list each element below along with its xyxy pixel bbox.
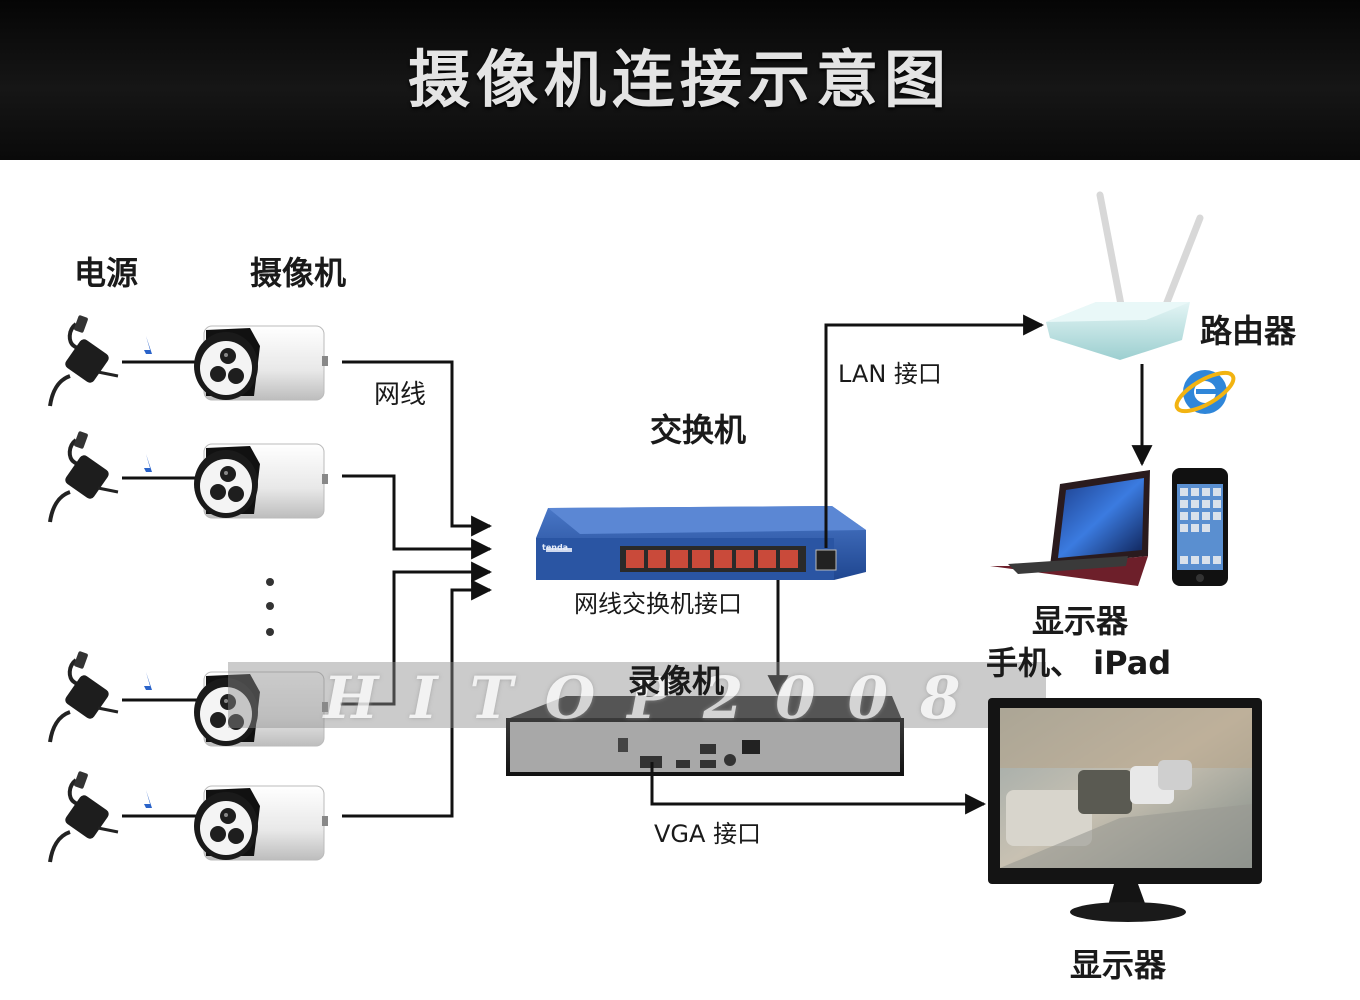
vga-port-label: VGA 接口	[654, 820, 762, 848]
camera-label: 摄像机	[250, 254, 347, 292]
switch-port-label: 网线交换机接口	[574, 590, 742, 618]
power-label: 电源	[74, 254, 139, 292]
cable-label: 网线	[374, 380, 427, 410]
phone-ipad-label: 手机、 iPad	[986, 644, 1172, 682]
camera-1	[193, 325, 329, 401]
vga-cable	[650, 762, 987, 815]
internet-explorer-icon	[1174, 370, 1236, 414]
monitor	[988, 698, 1262, 922]
router-label: 路由器	[1200, 312, 1297, 350]
cameras	[193, 325, 329, 861]
power-wires	[122, 360, 206, 818]
title-banner	[0, 0, 1360, 160]
nvr-label: 录像机	[628, 662, 725, 700]
page-title: 摄像机连接示意图	[407, 43, 952, 116]
power-adapters	[48, 312, 120, 864]
network-switch	[536, 506, 866, 580]
more-cameras-dots	[266, 578, 274, 636]
network-video-recorder	[506, 696, 904, 776]
camera-2	[193, 443, 329, 519]
smartphone	[1172, 468, 1228, 586]
camera-4	[193, 785, 329, 861]
power-sparks	[144, 336, 152, 820]
monitor-label: 显示器	[1070, 946, 1167, 984]
switch-label: 交换机	[650, 411, 747, 449]
switch-brand: tenda	[542, 543, 569, 552]
lan-port-label: LAN 接口	[838, 360, 942, 388]
router	[1046, 191, 1204, 360]
laptop	[990, 470, 1150, 586]
lan-cable	[824, 314, 1045, 548]
watermark-text: HITOP2008	[323, 664, 993, 732]
display-label: 显示器	[1032, 602, 1129, 640]
network-cables	[340, 360, 493, 818]
